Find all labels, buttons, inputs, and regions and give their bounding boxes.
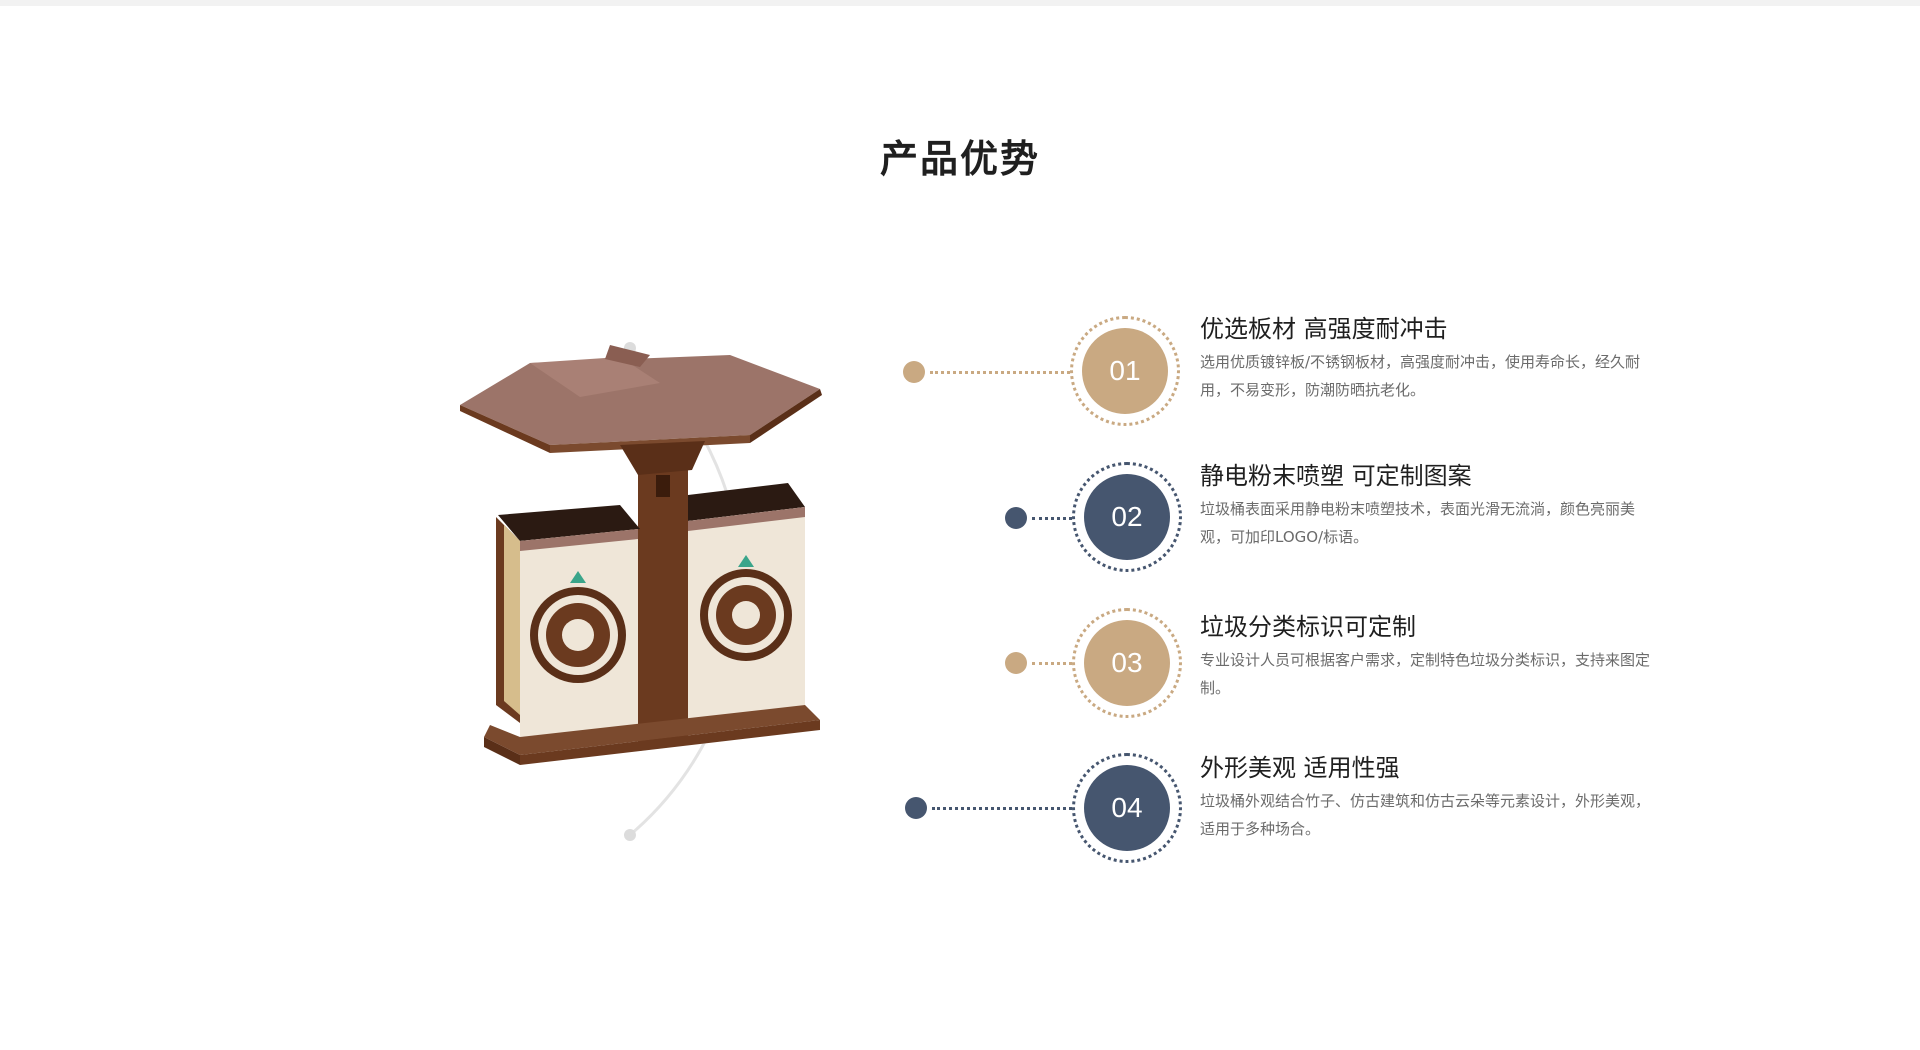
badge-number-01: 01	[1082, 328, 1168, 414]
badge-02: 02	[1072, 462, 1182, 572]
connector-dot-02	[1005, 507, 1027, 529]
connector-dot-04	[905, 797, 927, 819]
badge-03: 03	[1072, 608, 1182, 718]
badge-number-04: 04	[1084, 765, 1170, 851]
top-divider	[0, 0, 1920, 6]
badge-01: 01	[1070, 316, 1180, 426]
feature-desc-04: 垃圾桶外观结合竹子、仿古建筑和仿古云朵等元素设计，外形美观，适用于多种场合。	[1200, 792, 1651, 838]
feature-02: 静电粉末喷塑 可定制图案 垃圾桶表面采用静电粉末喷塑技术，表面光滑无流淌，颜色亮…	[1200, 461, 1660, 551]
badge-04: 04	[1072, 753, 1182, 863]
trash-bin-illustration	[460, 345, 822, 765]
connector-dot-01	[903, 361, 925, 383]
connector-line-04	[932, 807, 1072, 810]
badge-number-03: 03	[1084, 620, 1170, 706]
connector-dot-03	[1005, 652, 1027, 674]
feature-title-01: 优选板材 高强度耐冲击	[1200, 315, 1448, 343]
feature-01: 优选板材 高强度耐冲击 选用优质镀锌板/不锈钢板材，高强度耐冲击，使用寿命长，经…	[1200, 314, 1660, 404]
feature-title-03: 垃圾分类标识可定制	[1200, 613, 1416, 641]
connector-line-02	[1032, 517, 1072, 520]
section-title: 产品优势	[879, 137, 1040, 181]
feature-desc-01: 选用优质镀锌板/不锈钢板材，高强度耐冲击，使用寿命长，经久耐用，不易变形，防潮防…	[1200, 353, 1641, 399]
feature-title-02: 静电粉末喷塑 可定制图案	[1200, 462, 1472, 490]
connector-line-03	[1032, 662, 1072, 665]
feature-desc-03: 专业设计人员可根据客户需求，定制特色垃圾分类标识，支持来图定制。	[1200, 651, 1651, 697]
feature-03: 垃圾分类标识可定制 专业设计人员可根据客户需求，定制特色垃圾分类标识，支持来图定…	[1200, 612, 1660, 702]
feature-title-04: 外形美观 适用性强	[1200, 754, 1400, 782]
feature-desc-02: 垃圾桶表面采用静电粉末喷塑技术，表面光滑无流淌，颜色亮丽美观，可加印LOGO/标…	[1200, 500, 1636, 546]
badge-number-02: 02	[1084, 474, 1170, 560]
connector-line-01	[930, 371, 1070, 374]
feature-04: 外形美观 适用性强 垃圾桶外观结合竹子、仿古建筑和仿古云朵等元素设计，外形美观，…	[1200, 753, 1660, 843]
